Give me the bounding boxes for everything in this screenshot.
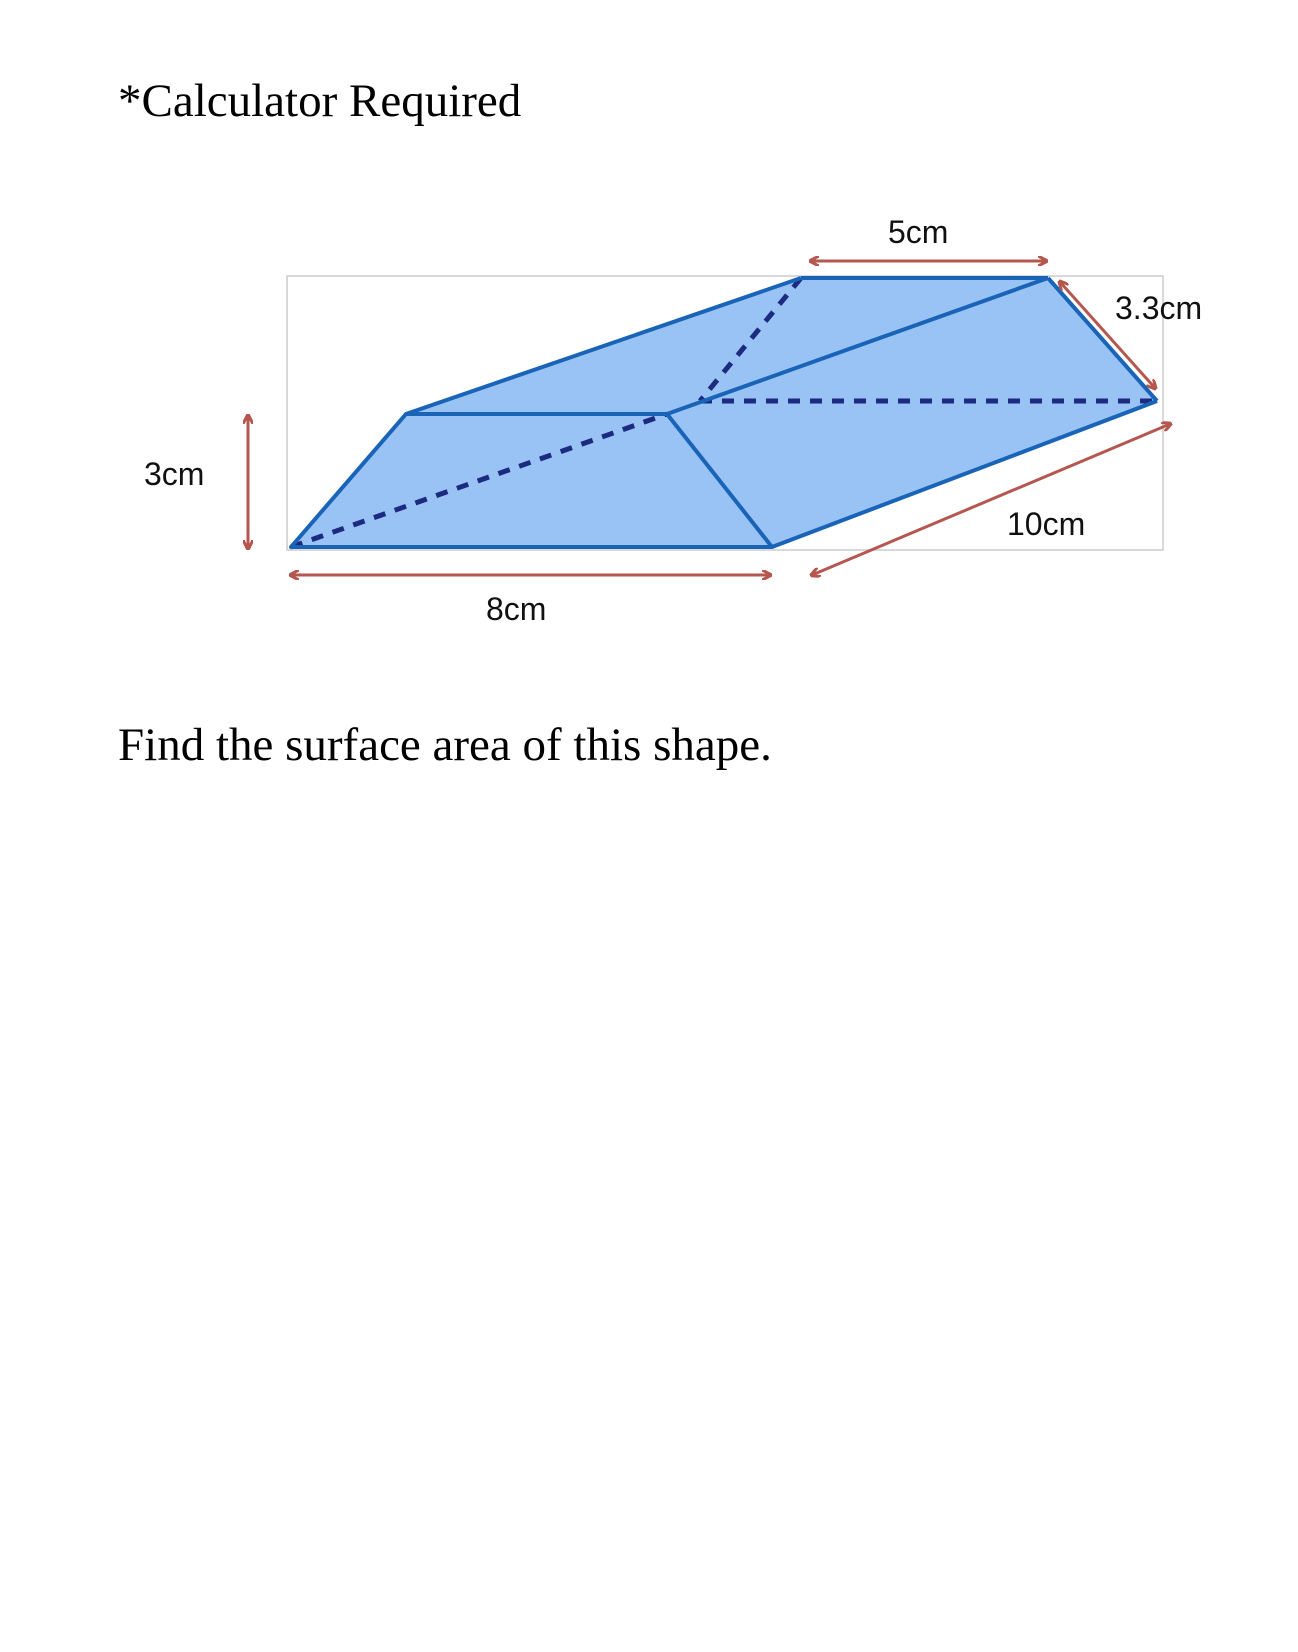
slant-label: 3.3cm: [1115, 290, 1202, 326]
right-slant-face: [667, 278, 1157, 547]
height-label: 3cm: [144, 456, 204, 492]
depth-label: 10cm: [1007, 506, 1085, 542]
diagram-frame: [286, 275, 1164, 551]
top-face: [406, 278, 1048, 414]
hidden-edge-back-slant: [698, 276, 803, 403]
hidden-edges: [290, 276, 1157, 550]
question-text: Find the surface area of this shape.: [118, 719, 772, 771]
hidden-edge-back-left: [290, 411, 668, 550]
calculator-note: *Calculator Required: [118, 75, 522, 127]
depth-arrow: [812, 424, 1170, 575]
top-right-edge: [666, 276, 1049, 416]
top-length-label: 5cm: [888, 214, 948, 250]
trapezoidal-prism-diagram: 3cm 8cm 5cm 3.3cm 10cm: [144, 214, 1202, 627]
top-left-edge: [405, 276, 802, 416]
bottom-length-label: 8cm: [486, 591, 546, 627]
front-trapezoid-face: [291, 414, 772, 547]
dimension-arrows: [248, 261, 1170, 575]
slant-arrow: [1060, 282, 1155, 388]
